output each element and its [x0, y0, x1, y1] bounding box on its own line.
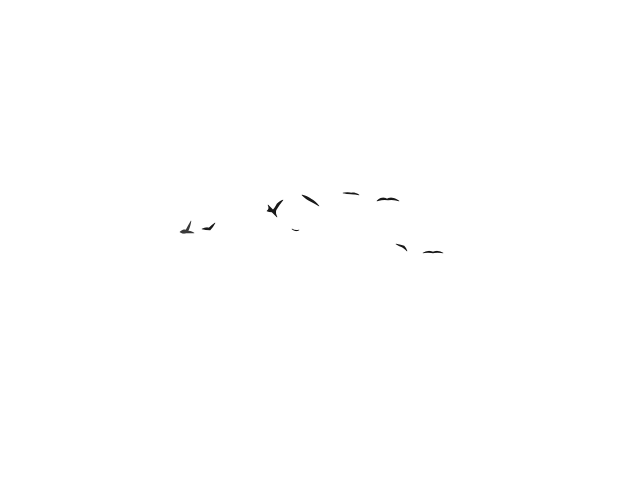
bird-4 [291, 228, 300, 232]
bird-5 [301, 194, 320, 207]
bird-3 [266, 199, 284, 218]
bird-2 [201, 222, 216, 231]
bird-flock [179, 192, 444, 254]
bird-7 [376, 197, 400, 202]
bird-8 [395, 243, 408, 252]
bird-6 [342, 192, 360, 196]
bird-9 [422, 250, 444, 254]
bird-1 [179, 220, 195, 234]
